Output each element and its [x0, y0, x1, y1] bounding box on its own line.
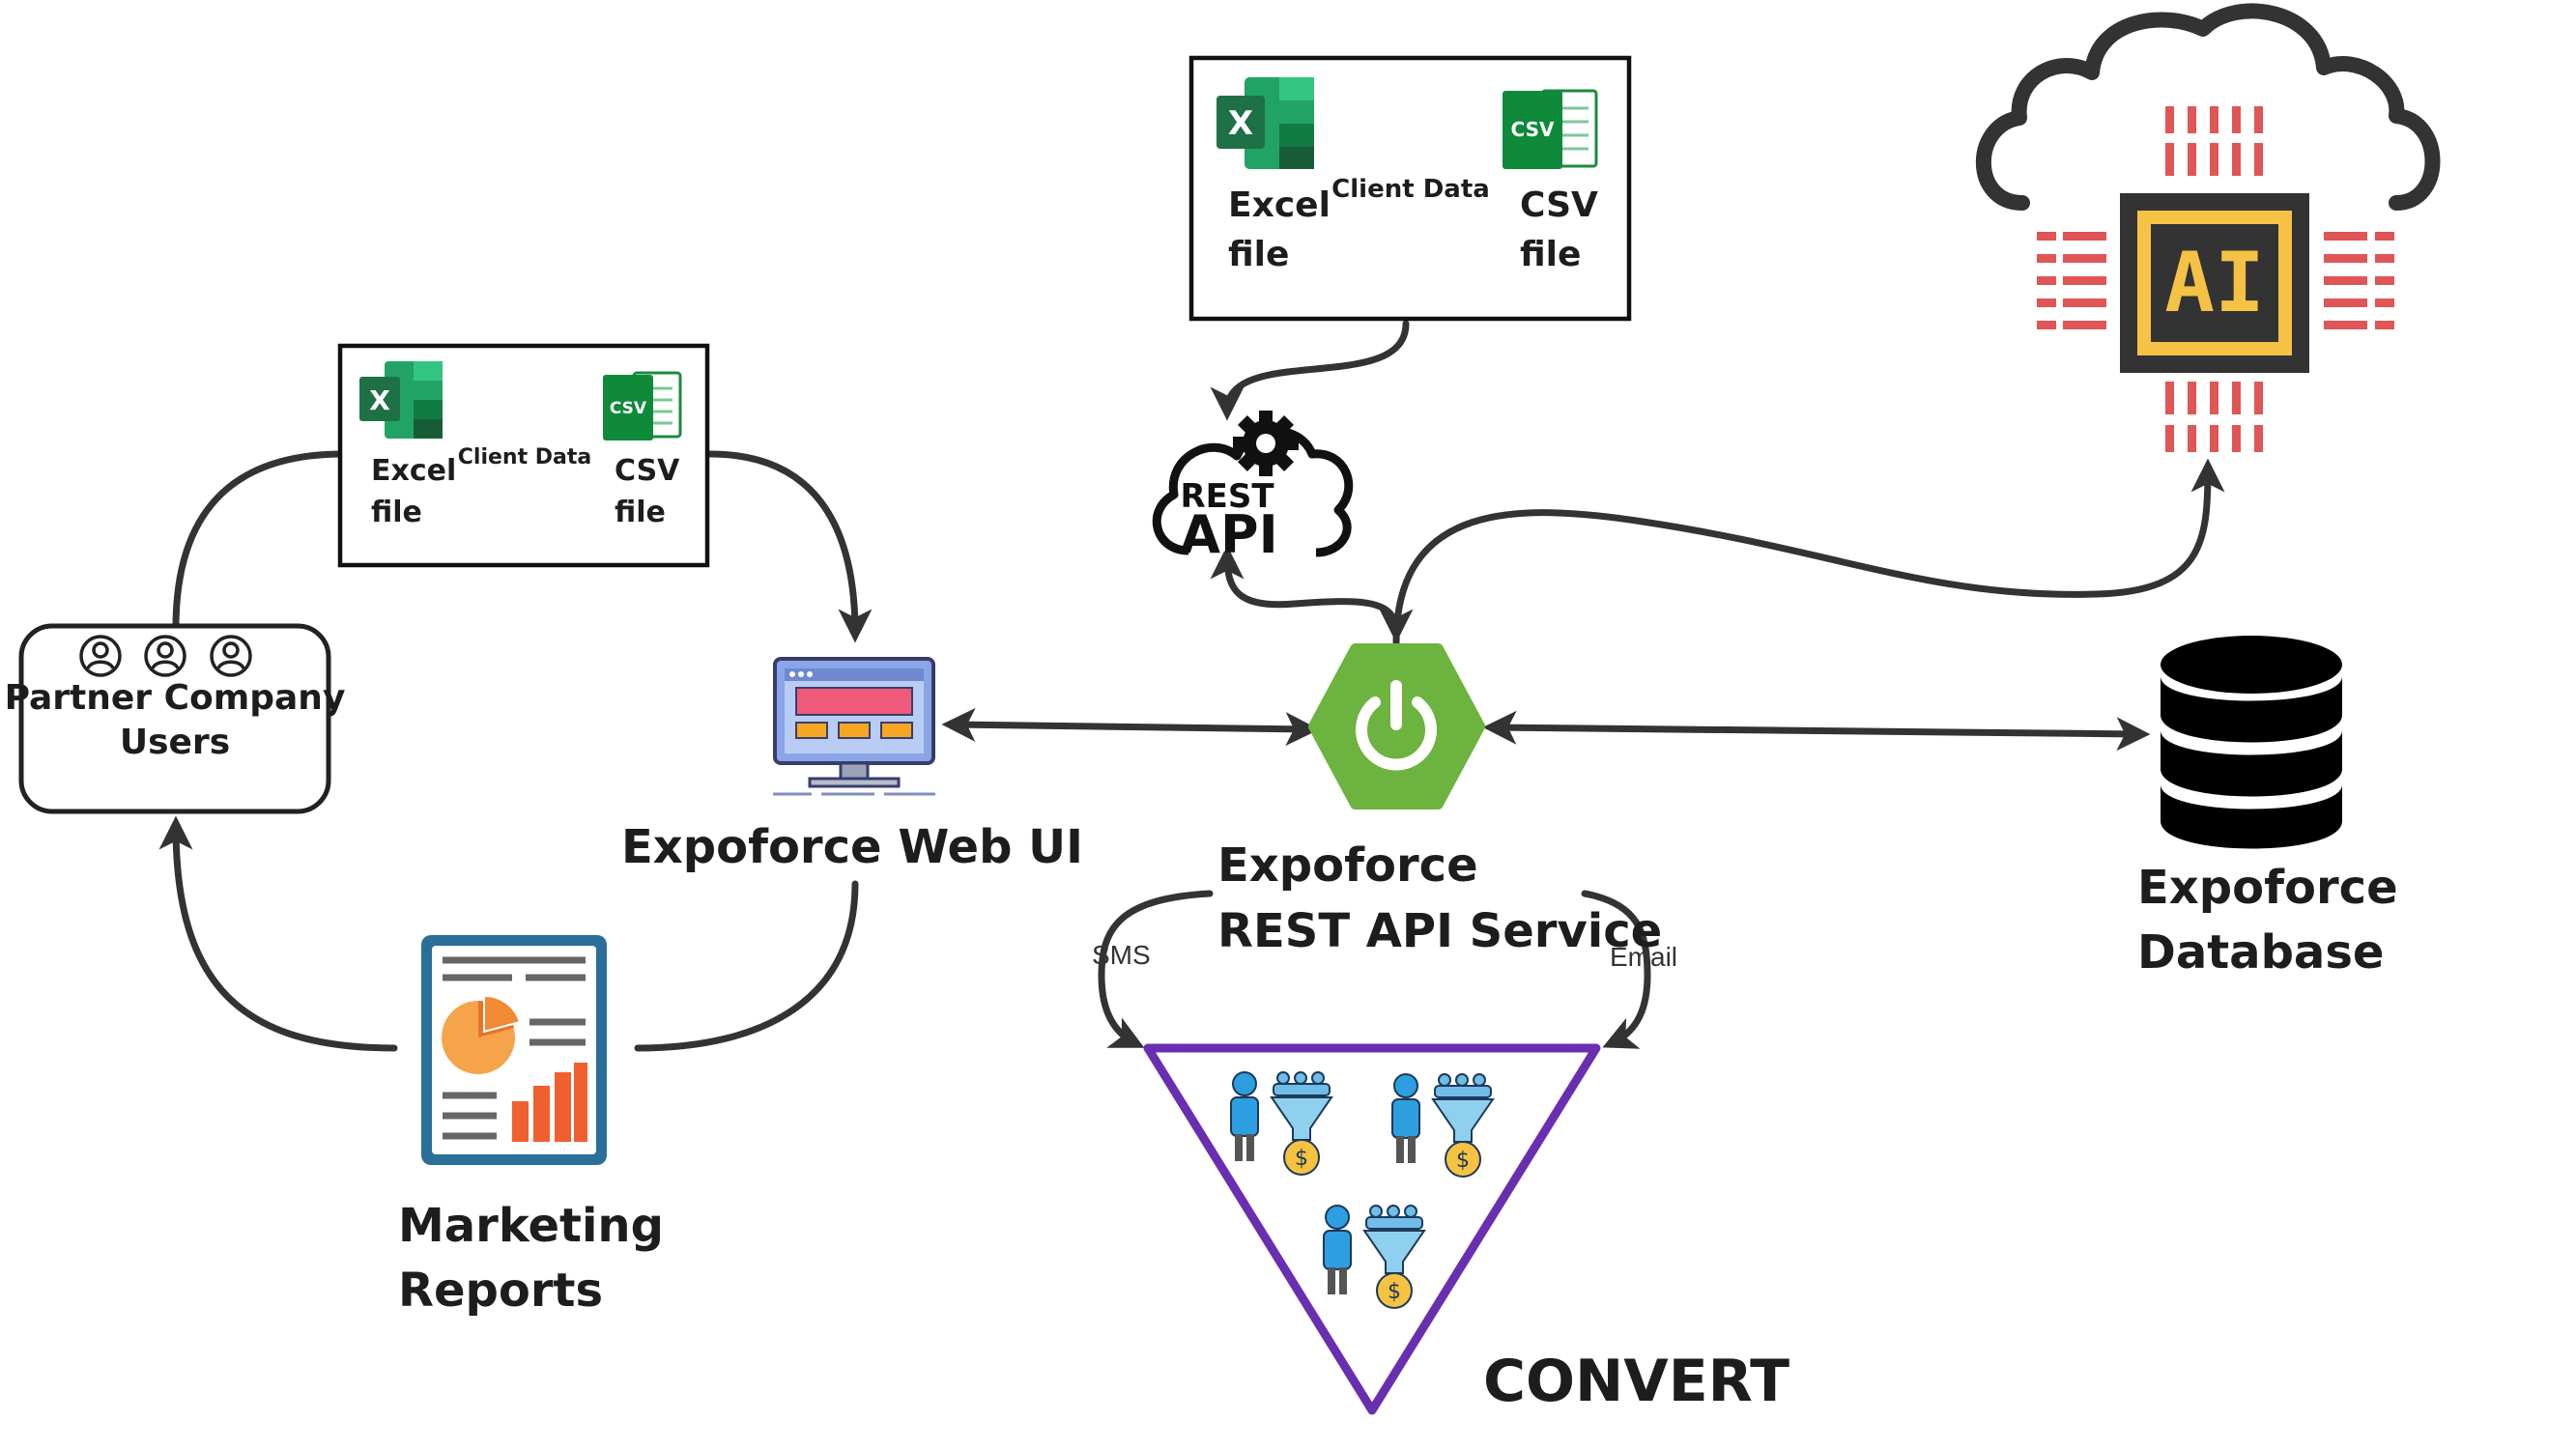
- lead-funnel-icon: $: [1323, 1205, 1426, 1309]
- csv-label-line1: CSV: [1520, 185, 1598, 225]
- rest-api-line2: API: [1180, 504, 1277, 565]
- excel-label-line2: file: [371, 496, 422, 529]
- service-label-line1: Expoforce: [1217, 838, 1478, 893]
- rest-api-icon: REST API: [1152, 411, 1354, 565]
- svg-text:X: X: [1228, 104, 1253, 143]
- arrow-email-to-funnel: [1581, 890, 1651, 1049]
- arrow-web-ui-to-reports: [634, 880, 859, 1052]
- client-data-label: Client Data: [1331, 175, 1490, 204]
- report-document-icon: [421, 935, 607, 1165]
- svg-text:$: $: [1295, 1147, 1308, 1171]
- client-data-box-top: X CSV Excel file Client Data CSV file: [1188, 55, 1632, 322]
- lead-funnel-icon: $: [1391, 1073, 1495, 1178]
- svg-text:CSV: CSV: [1511, 118, 1555, 141]
- rest-api-line1: REST: [1180, 477, 1274, 516]
- convert-funnel: $ $ $: [1143, 1043, 1601, 1415]
- gear-icon: [1233, 411, 1299, 476]
- svg-text:X: X: [369, 384, 390, 416]
- client-data-label: Client Data: [458, 445, 591, 469]
- csv-icon: CSV: [603, 371, 682, 440]
- svg-text:$: $: [1456, 1149, 1470, 1173]
- excel-icon: X: [359, 361, 443, 439]
- csv-label-line1: CSV: [615, 454, 680, 488]
- email-label: Email: [1610, 942, 1677, 972]
- partner-users-box: Partner Company Users: [5, 623, 346, 814]
- excel-label-line2: file: [1228, 235, 1289, 274]
- chip-pins: [2037, 106, 2394, 452]
- user-icon: [144, 635, 186, 677]
- csv-label-line2: file: [615, 496, 666, 529]
- arrow-service-to-ai: [1392, 458, 2225, 646]
- lead-funnel-icon: $: [1230, 1071, 1333, 1176]
- arrow-files-top-to-rest-api: [1210, 320, 1410, 421]
- web-ui-monitor-icon: [773, 657, 935, 796]
- arrow-sms-to-funnel: [1098, 890, 1214, 1048]
- reports-label-line1: Marketing: [398, 1199, 664, 1253]
- database-label-line1: Expoforce: [2137, 861, 2398, 915]
- ai-label: AI: [2164, 235, 2265, 331]
- partner-title-line1: Partner Company: [5, 678, 346, 718]
- convert-label: CONVERT: [1483, 1348, 1789, 1415]
- database-label-line2: Database: [2137, 925, 2384, 980]
- web-ui-label: Expoforce Web UI: [621, 820, 1083, 874]
- arrow-partner-to-files-left: [172, 450, 347, 632]
- svg-text:CSV: CSV: [610, 399, 647, 418]
- spring-power-icon: [1308, 643, 1485, 810]
- sms-label: SMS: [1092, 940, 1151, 970]
- arrow-web-ui-to-service: [941, 707, 1320, 747]
- ai-cloud-icon: AI: [1975, 3, 2441, 452]
- partner-title-line2: Users: [120, 723, 230, 762]
- csv-icon: CSV: [1503, 89, 1598, 169]
- svg-text:$: $: [1388, 1280, 1401, 1304]
- client-data-box-left: X CSV Excel file Client Data CSV file: [337, 343, 710, 568]
- connectors: [158, 320, 2225, 1052]
- arrow-service-to-rest-api: [1210, 545, 1414, 643]
- csv-label-line2: file: [1520, 235, 1581, 274]
- user-icon: [210, 635, 252, 677]
- arrow-files-left-to-web-ui: [706, 450, 873, 643]
- excel-icon: X: [1216, 77, 1314, 169]
- reports-label-line2: Reports: [398, 1264, 603, 1318]
- database-icon: [2161, 636, 2342, 849]
- excel-label-line1: Excel: [1228, 185, 1331, 225]
- arrow-service-to-database: [1482, 710, 2151, 752]
- service-label-line2: REST API Service: [1217, 904, 1662, 958]
- user-icon: [79, 635, 122, 677]
- excel-label-line1: Excel: [371, 454, 456, 488]
- arrow-reports-to-partner: [158, 815, 398, 1052]
